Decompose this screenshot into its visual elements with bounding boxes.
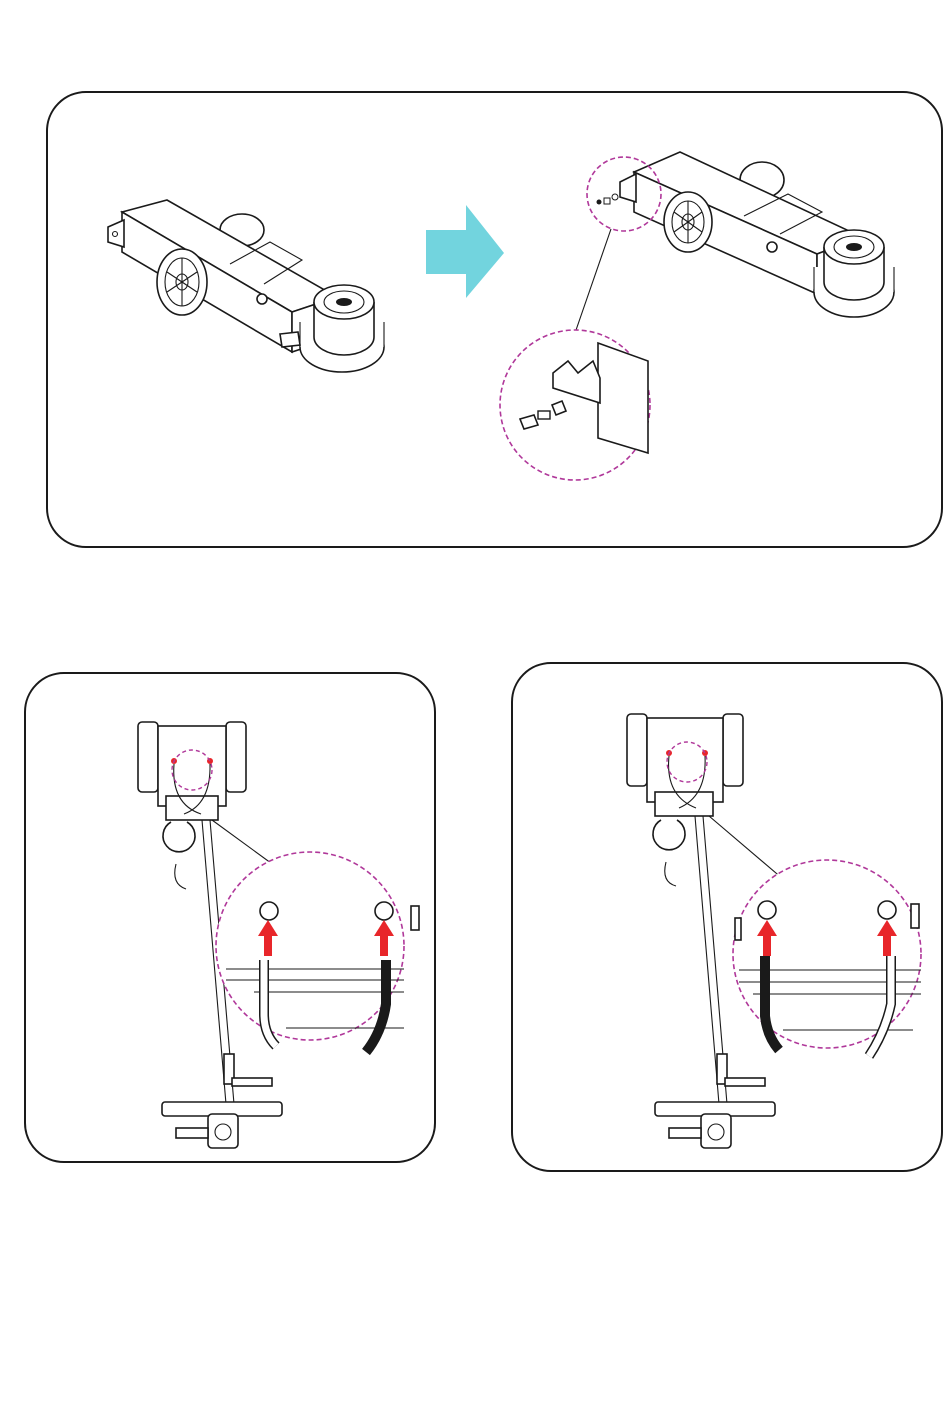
top-panel <box>46 91 943 548</box>
machine-before <box>108 200 384 372</box>
bottom-left-illustration <box>26 674 438 1165</box>
bottom-right-panel <box>511 662 943 1172</box>
hose-connection-callout-left <box>216 852 419 1052</box>
transition-arrow-icon <box>426 205 504 298</box>
machine-after <box>597 152 895 317</box>
hose-connection-callout-right <box>733 860 921 1056</box>
bottom-left-panel <box>24 672 436 1163</box>
top-panel-illustration <box>48 93 945 550</box>
bracket-detail-callout <box>500 330 650 480</box>
bottom-right-illustration <box>513 664 945 1174</box>
